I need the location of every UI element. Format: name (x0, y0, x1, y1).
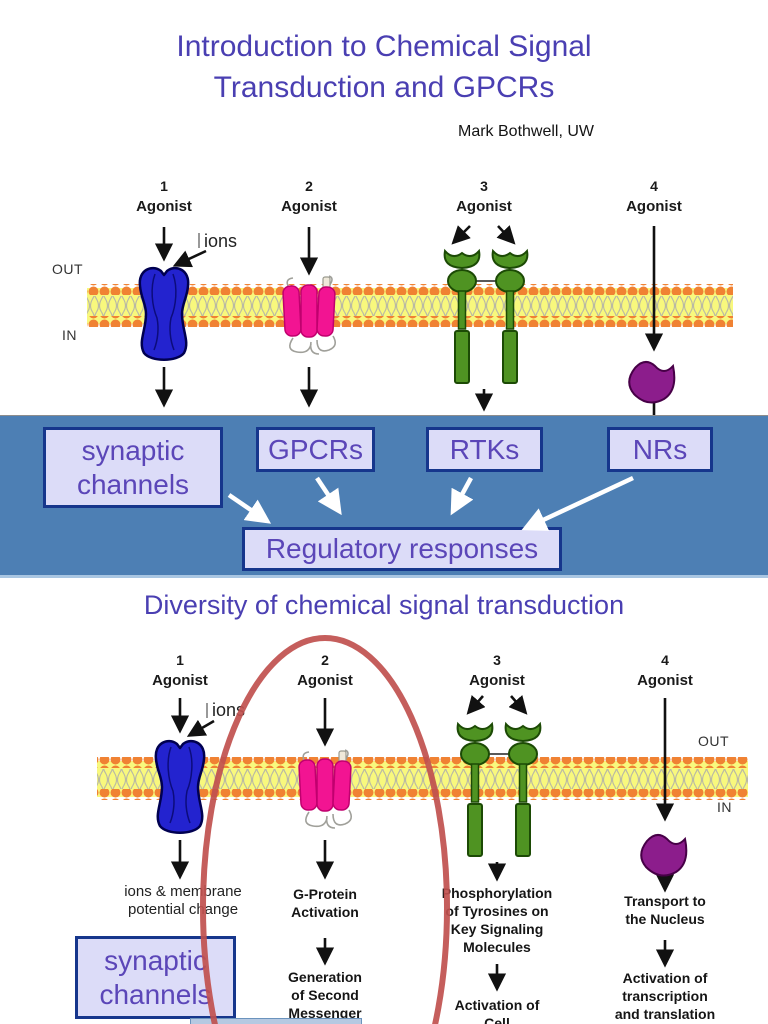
channel-outcome-label: ions & membrane potential change (124, 883, 242, 918)
receptor-column-1-header: 1 Agonist (152, 652, 208, 689)
agonist-label: Agonist (152, 672, 208, 689)
gpcr-receptor-icon (297, 749, 353, 829)
gpcr-step-1-label: G-Protein Activation (291, 886, 359, 920)
agonist-label: Agonist (637, 672, 693, 689)
receptor-number: 3 (493, 652, 501, 668)
receptor-number: 4 (650, 178, 658, 194)
ions-pointer-arrow (172, 249, 207, 268)
signal-arrows (154, 225, 664, 415)
ions-label: ions (204, 231, 238, 251)
receptor-number: 2 (305, 178, 313, 194)
nr-step-1-label: Transport to the Nucleus (624, 893, 706, 927)
agonist-label: Agonist (136, 198, 192, 215)
rtks-box: RTKs (426, 427, 543, 472)
gpcr-step-2-label: Generation of Second Messenger (288, 969, 362, 1021)
regulatory-responses-box: Regulatory responses (242, 527, 562, 571)
receptor-column-2-header: 2 Agonist (297, 652, 353, 689)
receptor-column-2-header: 2 Agonist (281, 178, 337, 215)
slide-1: Introduction to Chemical Signal Transduc… (0, 0, 768, 415)
synaptic-channels-label: synaptic channels (76, 434, 190, 500)
ions-pointer-arrow (186, 719, 215, 737)
receptor-number: 3 (480, 178, 488, 194)
page-title: Introduction to Chemical Signal Transduc… (0, 26, 768, 108)
title-line-2: Transduction and GPCRs (213, 71, 555, 104)
agonist-label: Agonist (456, 198, 512, 215)
agonist-label: Agonist (297, 672, 353, 689)
synaptic-channels-label: synaptic channels (99, 944, 212, 1010)
receptor-column-1-header: 1 Agonist (136, 178, 192, 215)
receptor-number: 1 (160, 178, 168, 194)
nuclear-receptor-icon (640, 833, 688, 877)
rtk-receptor-icon (443, 250, 529, 384)
gpcr-receptor-icon (281, 275, 337, 355)
out-label: OUT (698, 733, 730, 749)
rtk-step-2-label: Activation of Cell (454, 997, 540, 1024)
receptor-number: 4 (661, 652, 669, 668)
out-label: OUT (52, 261, 84, 277)
ion-channel-receptor-icon (138, 266, 190, 361)
cutoff-box (190, 1018, 362, 1024)
receptor-column-4-header: 4 Agonist (626, 178, 682, 215)
in-label: IN (62, 327, 77, 343)
agonist-label: Agonist (281, 198, 337, 215)
rtk-step-1-label: Phosphorylation of Tyrosines on Key Sign… (441, 885, 553, 955)
in-label: IN (717, 799, 732, 815)
ions-label: ions (212, 700, 246, 720)
title-line-1: Introduction to Chemical Signal (176, 30, 592, 63)
synaptic-channels-box: synaptic channels (43, 427, 223, 508)
receptor-column-3-header: 3 Agonist (469, 652, 525, 689)
rtks-label: RTKs (449, 433, 520, 465)
author-credit: Mark Bothwell, UW (458, 123, 595, 140)
nrs-label: NRs (632, 433, 688, 465)
agonist-label: Agonist (469, 672, 525, 689)
regulatory-responses-label: Regulatory responses (265, 533, 539, 565)
slide-2-title: Diversity of chemical signal transductio… (143, 590, 625, 620)
rtk-receptor-icon (456, 723, 542, 857)
signal-arrows (170, 695, 675, 992)
nr-step-2-label: Activation of transcription and translat… (614, 970, 716, 1022)
slide-2: Diversity of chemical signal transductio… (0, 578, 768, 1024)
gpcr-highlight-ellipse (200, 635, 450, 1024)
receptor-column-3-header: 3 Agonist (456, 178, 512, 215)
membrane-icon (97, 757, 748, 800)
nuclear-receptor-icon (628, 360, 676, 404)
gpcrs-box: GPCRs (256, 427, 375, 472)
synaptic-channels-box: synaptic channels (75, 936, 236, 1019)
gpcrs-label: GPCRs (268, 433, 363, 465)
membrane-icon (87, 284, 733, 327)
receptor-number: 2 (321, 652, 329, 668)
nrs-box: NRs (607, 427, 713, 472)
receptor-number: 1 (176, 652, 184, 668)
receptor-class-banner: synaptic channels GPCRs RTKs NRs Regulat… (0, 415, 768, 578)
agonist-label: Agonist (626, 198, 682, 215)
receptor-column-4-header: 4 Agonist (637, 652, 693, 689)
ion-channel-receptor-icon (154, 739, 206, 834)
